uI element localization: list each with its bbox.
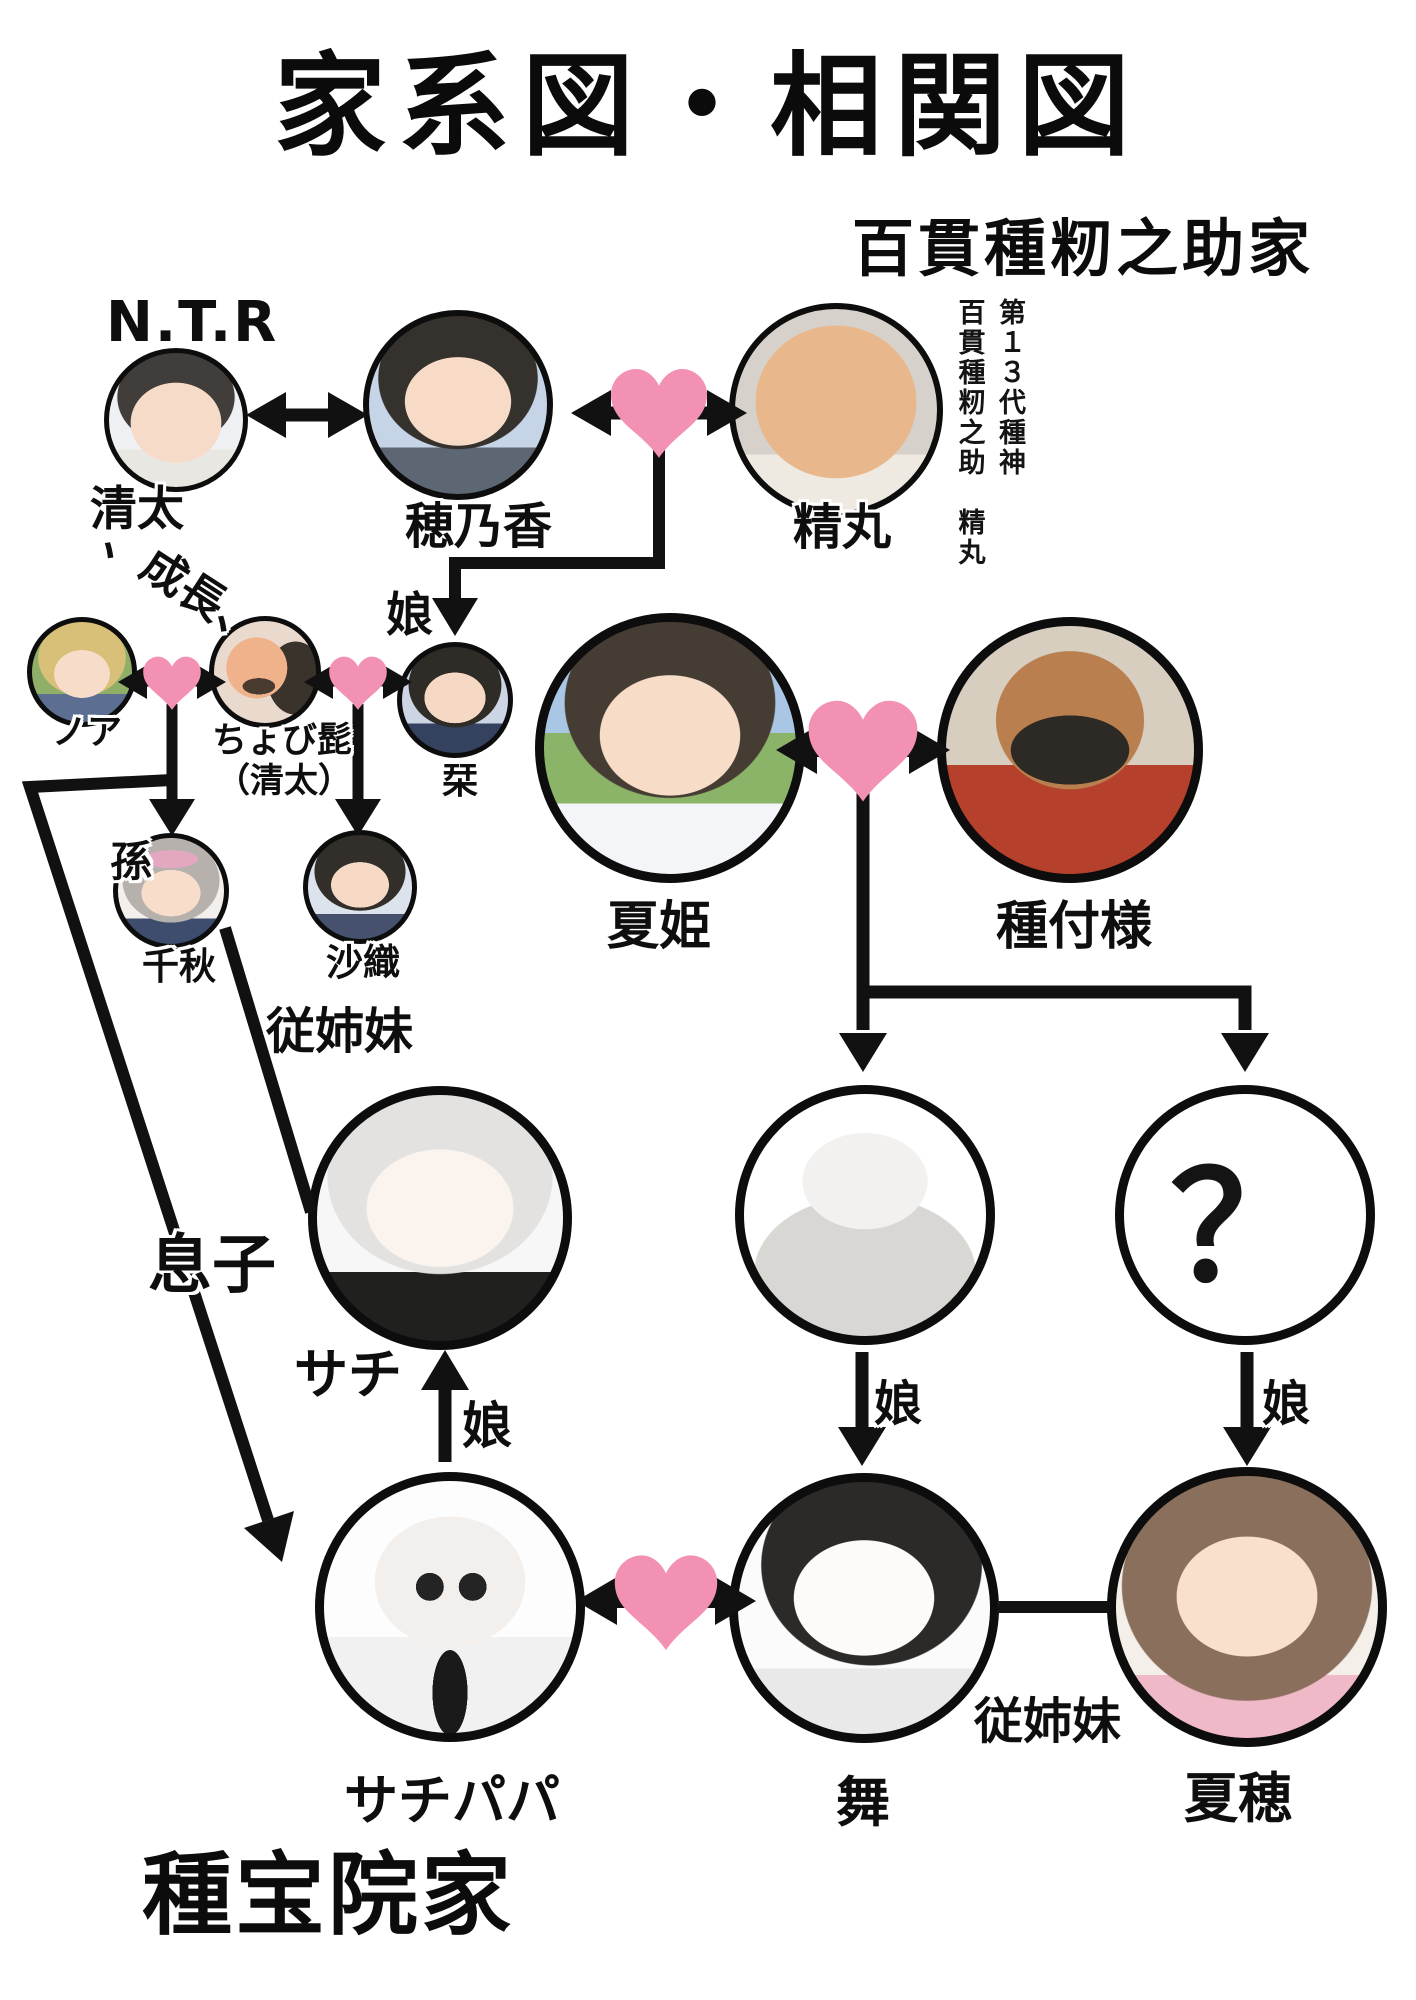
seed-god-note-line2: 百貫種籾之助 精丸	[953, 298, 985, 568]
name-label-seita: 清太	[90, 482, 184, 537]
heart-icon	[611, 369, 707, 458]
name-label-seimaru: 精丸	[793, 499, 892, 556]
daughter-label-natsuho: 娘	[1262, 1376, 1311, 1432]
name-label-honoka: 穂乃香	[405, 498, 553, 555]
portrait-saori	[303, 830, 417, 944]
edge-chiaki-sachi	[219, 926, 317, 1214]
portrait-mai	[729, 1473, 999, 1743]
cousins-label-top: 従姉妹	[266, 1003, 414, 1060]
heart-icon	[143, 656, 201, 710]
portrait-sachi	[308, 1086, 572, 1350]
name-label-chobihige: ちょび髭	[212, 721, 353, 761]
portrait-seita	[104, 348, 248, 492]
portrait-unknown: ？	[1115, 1085, 1375, 1345]
family-name-shuhouin: 種宝院家	[142, 1842, 514, 1948]
edge-branch-right	[863, 985, 1252, 1030]
son-label: 息子	[148, 1229, 276, 1303]
heart-icon	[329, 656, 387, 710]
page-title: 家系図・相関図	[274, 42, 1142, 172]
name-label-chiaki: 千秋	[142, 945, 216, 988]
name-label-noa: ノア	[52, 713, 123, 753]
portrait-honoka	[363, 310, 553, 500]
portrait-sachipapa	[315, 1472, 585, 1742]
ntr-label: N.T.R	[106, 290, 279, 355]
portrait-seimaru	[729, 303, 943, 517]
portrait-tanetsuke	[937, 617, 1203, 883]
portrait-natsuki	[535, 613, 805, 883]
portrait-shiori	[397, 642, 513, 758]
name-label-tanetsuke: 種付様	[996, 897, 1153, 957]
question-mark-icon: ？	[1169, 1139, 1320, 1316]
name-label-sachipapa: サチパパ	[344, 1769, 560, 1832]
portrait-muscle-man	[735, 1085, 995, 1345]
name-label-shiori: 栞	[442, 761, 479, 802]
daughter-label-mai: 娘	[874, 1376, 923, 1432]
name-label-mai: 舞	[836, 1771, 890, 1834]
seed-god-note: 第１３代種神 百貫種籾之助 精丸	[948, 298, 1029, 618]
name-label-sachi: サチ	[294, 1343, 402, 1406]
portrait-natsuho	[1107, 1467, 1387, 1747]
daughter-label-shiori: 娘	[386, 588, 433, 643]
alias-label-chobihige: （清太）	[216, 761, 352, 801]
seed-god-note-line1: 第１３代種神	[994, 298, 1025, 478]
family-name-hyakkan: 百貫種籾之助家	[852, 212, 1315, 285]
name-label-natsuki: 夏姫	[607, 897, 712, 957]
cousins-label-bottom: 従姉妹	[974, 1693, 1122, 1750]
name-label-natsuho: 夏穂	[1184, 1767, 1292, 1830]
heart-icons	[143, 369, 918, 1651]
grandchild-label: 孫	[110, 837, 153, 886]
heart-icon	[614, 1555, 718, 1651]
name-label-saori: 沙織	[326, 941, 400, 984]
heart-icon	[808, 700, 918, 802]
daughter-label-sachi: 娘	[462, 1397, 512, 1455]
